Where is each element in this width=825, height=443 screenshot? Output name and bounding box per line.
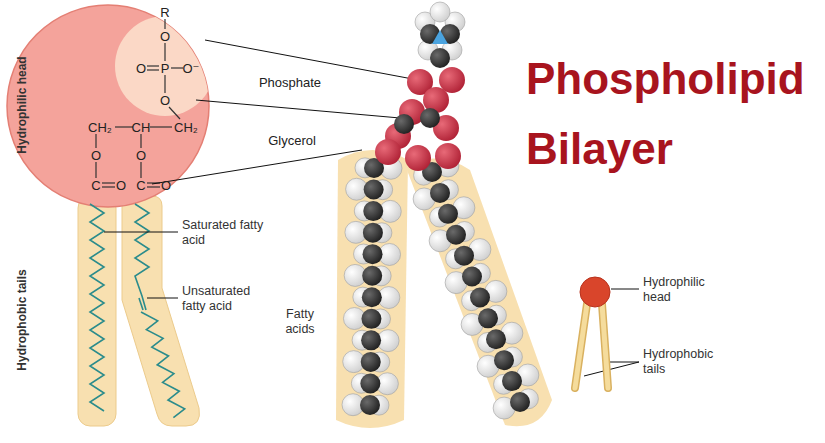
chemical-bonds	[96, 19, 183, 187]
part-label: Glycerol	[268, 133, 316, 148]
phosphate-inset	[115, 16, 215, 116]
title: Phospholipid Bilayer	[526, 44, 821, 184]
atom-symbol: O	[161, 178, 171, 193]
atom-symbol: O	[160, 29, 170, 44]
group-symbol: CH₂	[174, 120, 198, 135]
part-label: Saturated fatty acid	[182, 218, 267, 248]
phospholipid-icon	[575, 277, 610, 388]
group-symbol: CH₂	[88, 120, 112, 135]
atom-symbol: O⁻	[183, 61, 200, 76]
part-label: Phosphate	[259, 75, 321, 90]
atom-symbol: O	[136, 61, 146, 76]
section-label: Hydrophilic head	[15, 56, 30, 153]
atom-symbol: C	[136, 178, 145, 193]
part-label: Hydrophilic head	[643, 275, 723, 305]
group-symbol: CH	[132, 120, 151, 135]
atom-symbol: O	[91, 148, 101, 163]
atom-symbol: P	[161, 61, 170, 76]
atom-symbol: O	[116, 178, 126, 193]
part-label: Hydrophobic tails	[643, 347, 733, 377]
part-label: Unsaturated fatty acid	[182, 284, 272, 314]
fatty-acid-band	[405, 159, 552, 427]
atom-symbol: O	[160, 93, 170, 108]
atom-symbol: C	[91, 178, 100, 193]
section-label: Hydrophobic tails	[15, 269, 30, 370]
space-filling-model	[342, 2, 539, 419]
fatty-acid-zigzag	[90, 204, 185, 418]
atom-symbol: O	[136, 148, 146, 163]
saturated-tail-band	[78, 196, 116, 426]
part-label: Fatty acids	[270, 307, 330, 337]
atom-symbol: R	[160, 5, 169, 20]
fatty-acid-band	[336, 150, 408, 428]
